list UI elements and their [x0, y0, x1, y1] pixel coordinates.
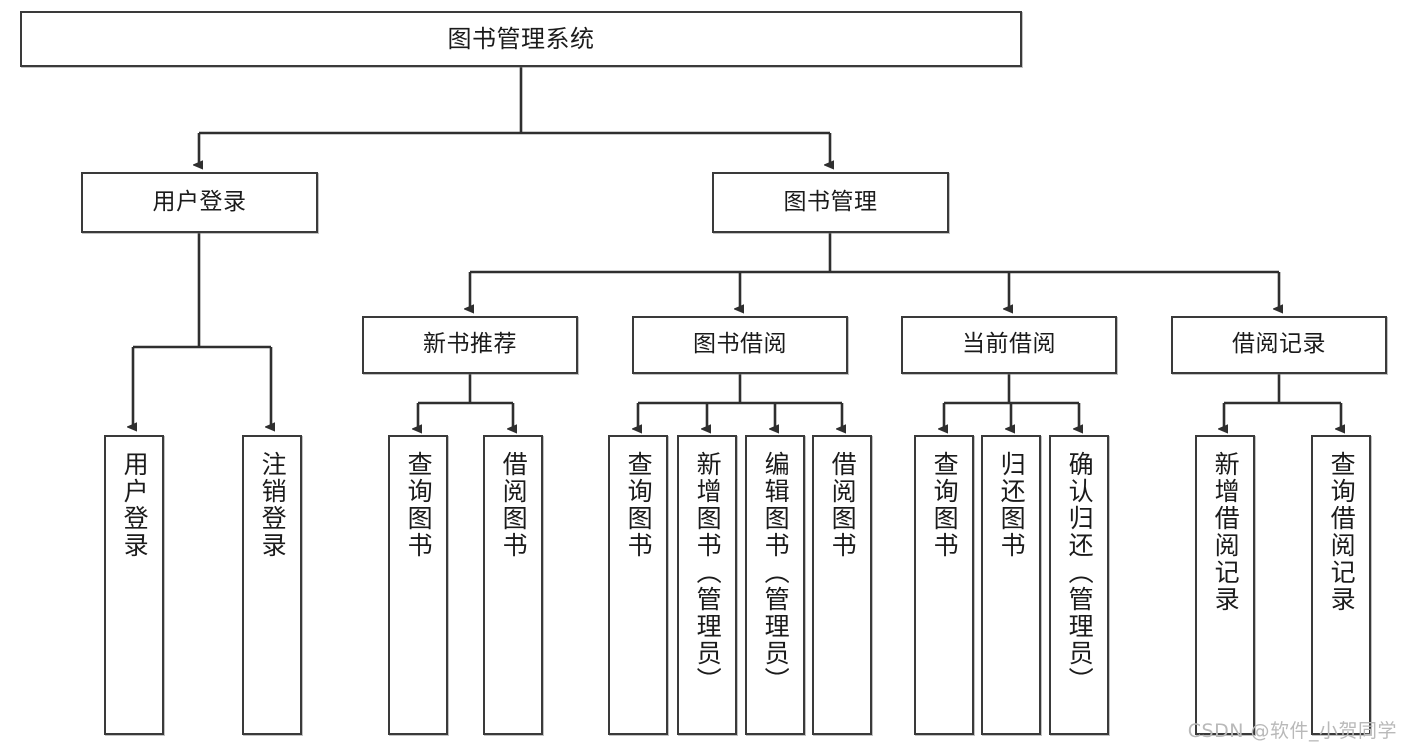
node-label: 查询图书	[624, 451, 654, 559]
leaf-edit-book-admin[interactable]: 编辑图书（管理员）	[745, 435, 805, 735]
node-current-borrow[interactable]: 当前借阅	[901, 316, 1117, 374]
node-label: 当前借阅	[962, 331, 1056, 358]
node-label: 归还图书	[997, 451, 1027, 559]
node-label: 查询图书	[404, 451, 434, 559]
leaf-borrow-book[interactable]: 借阅图书	[812, 435, 872, 735]
node-label: 图书管理	[783, 188, 878, 215]
node-borrow-record[interactable]: 借阅记录	[1171, 316, 1387, 374]
node-book-manage[interactable]: 图书管理	[712, 172, 949, 233]
leaf-query-book-borrow[interactable]: 查询图书	[608, 435, 668, 735]
node-label: 用户登录	[152, 188, 247, 215]
leaf-user-login[interactable]: 用户登录	[104, 435, 164, 735]
leaf-add-book-admin[interactable]: 新增图书（管理员）	[677, 435, 737, 735]
leaf-borrow-book-recommend[interactable]: 借阅图书	[483, 435, 543, 735]
node-book-borrow[interactable]: 图书借阅	[632, 316, 848, 374]
leaf-query-book-current[interactable]: 查询图书	[914, 435, 974, 735]
watermark-text: CSDN @软件_小贺同学	[1187, 720, 1397, 742]
node-label: 用户登录	[120, 451, 150, 559]
node-label: 借阅图书	[499, 451, 529, 559]
node-root-system[interactable]: 图书管理系统	[20, 11, 1022, 67]
node-user-login[interactable]: 用户登录	[81, 172, 318, 233]
node-label: 新增借阅记录	[1211, 451, 1241, 613]
node-label: 图书管理系统	[447, 24, 595, 53]
node-label: 编辑图书（管理员）	[761, 451, 791, 694]
leaf-query-borrow-record[interactable]: 查询借阅记录	[1311, 435, 1371, 735]
leaf-logout-login[interactable]: 注销登录	[242, 435, 302, 735]
node-label: 注销登录	[258, 451, 288, 559]
node-label: 借阅图书	[828, 451, 858, 559]
node-label: 新书推荐	[423, 331, 517, 358]
leaf-query-book-recommend[interactable]: 查询图书	[388, 435, 448, 735]
node-new-book-recommend[interactable]: 新书推荐	[362, 316, 578, 374]
node-label: 图书借阅	[693, 331, 787, 358]
node-label: 查询图书	[930, 451, 960, 559]
node-label: 确认归还（管理员）	[1065, 451, 1095, 694]
node-label: 借阅记录	[1232, 331, 1326, 358]
leaf-confirm-return-admin[interactable]: 确认归还（管理员）	[1049, 435, 1109, 735]
node-label: 查询借阅记录	[1327, 451, 1357, 613]
node-label: 新增图书（管理员）	[693, 451, 723, 694]
leaf-add-borrow-record[interactable]: 新增借阅记录	[1195, 435, 1255, 735]
leaf-return-book[interactable]: 归还图书	[981, 435, 1041, 735]
